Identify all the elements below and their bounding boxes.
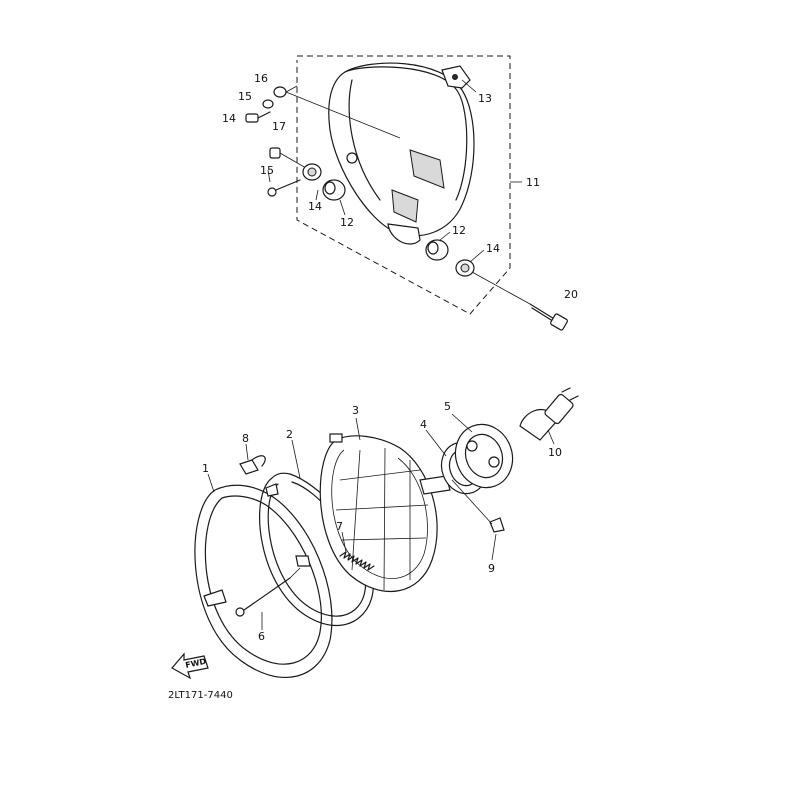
part-16-bolt xyxy=(245,111,271,123)
callout-12-right: 12 xyxy=(452,224,466,237)
part-18-washer xyxy=(273,85,401,139)
part-12-collar-right xyxy=(425,239,449,261)
callout-8: 8 xyxy=(242,432,249,445)
callout-4: 4 xyxy=(420,418,427,431)
part-14-grommet-left xyxy=(302,163,322,181)
callout-6: 6 xyxy=(258,630,265,643)
part-20-bolt xyxy=(471,271,568,331)
headlight-unit-assembly: FWD xyxy=(171,387,579,680)
part-15-screw xyxy=(267,179,301,197)
callout-19: 17 xyxy=(272,120,286,133)
callout-9: 9 xyxy=(488,562,495,575)
part-17-lock-washer xyxy=(262,99,274,109)
callout-3: 3 xyxy=(352,404,359,417)
part-8-clip xyxy=(239,455,266,475)
diagram-reference-code: 2LT171-7440 xyxy=(168,690,233,701)
part-11-group-box xyxy=(296,55,511,315)
callout-11: 11 xyxy=(526,176,540,189)
part-6-screw xyxy=(235,567,301,617)
callout-18: 16 xyxy=(254,72,268,85)
callout-5: 5 xyxy=(444,400,451,413)
lower-leaders xyxy=(207,413,555,630)
callout-20: 20 xyxy=(564,288,578,301)
part-10-bulb xyxy=(519,387,579,441)
callout-2: 2 xyxy=(286,428,293,441)
fwd-label: FWD xyxy=(185,657,208,670)
part-3-lens-unit xyxy=(319,433,451,592)
callout-14-left: 14 xyxy=(308,200,322,213)
part-12-collar-left xyxy=(322,179,346,201)
upper-leaders xyxy=(267,169,485,263)
part-1-rim xyxy=(194,484,333,678)
fwd-arrow-icon: FWD xyxy=(171,652,209,680)
callout-10: 10 xyxy=(548,446,562,459)
callout-12-left: 12 xyxy=(340,216,354,229)
callout-13: 13 xyxy=(478,92,492,105)
callout-15: 15 xyxy=(260,164,274,177)
housing-assembly xyxy=(245,55,568,331)
part-13-bracket xyxy=(441,65,477,93)
callout-16: 14 xyxy=(222,112,236,125)
callout-labels: 16 15 14 17 15 14 12 13 11 12 14 20 3 5 … xyxy=(202,72,578,643)
part-7-spring xyxy=(339,551,375,571)
callout-17: 15 xyxy=(238,90,252,103)
part-5-socket xyxy=(454,423,514,489)
callout-1: 1 xyxy=(202,462,209,475)
part-19-nut xyxy=(269,147,307,169)
part-14-grommet-right xyxy=(455,259,475,277)
part-9-clip xyxy=(451,479,505,533)
callout-14-right: 14 xyxy=(486,242,500,255)
callout-7: 7 xyxy=(336,520,343,533)
headlight-housing xyxy=(328,62,475,245)
